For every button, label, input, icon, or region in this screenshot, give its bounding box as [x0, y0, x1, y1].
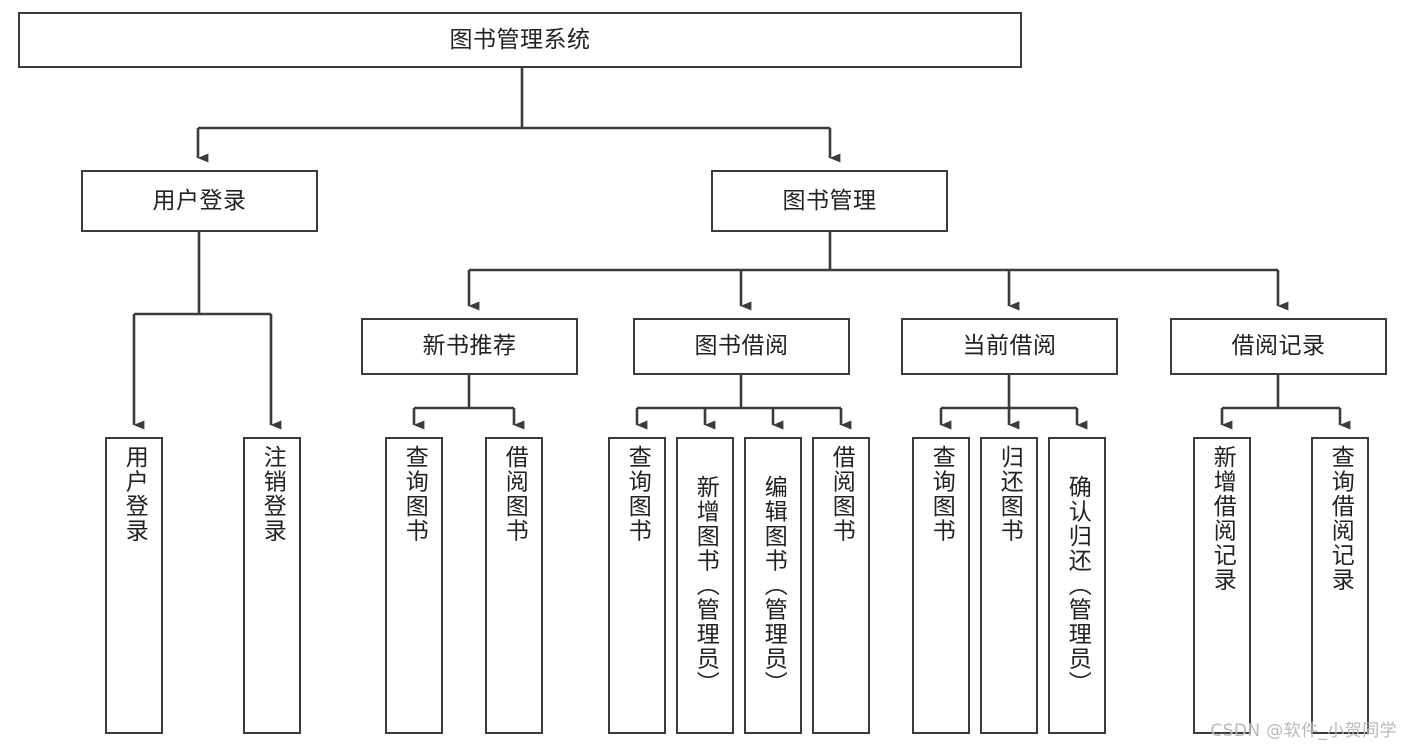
leaf-current-query-book[interactable]: 查询图书: [912, 437, 970, 734]
leaf-user-login-signin[interactable]: 用户登录: [105, 437, 163, 734]
node-label: 查询借阅记录: [1327, 445, 1354, 592]
node-label: 新书推荐: [422, 333, 517, 360]
node-label: 注销登录: [259, 445, 286, 543]
node-label: 借阅图书: [828, 445, 855, 543]
csdn-watermark: CSDN @软件_小贺同学: [1210, 721, 1397, 741]
leaf-user-login-signout[interactable]: 注销登录: [243, 437, 301, 734]
leaf-record-add-record[interactable]: 新增借阅记录: [1193, 437, 1251, 734]
node-label: 用户登录: [152, 187, 247, 214]
node-label: 编辑图书（管理员）: [760, 475, 787, 696]
node-label: 图书管理: [782, 187, 877, 214]
node-label: 图书管理系统: [449, 26, 591, 53]
node-label: 图书借阅: [694, 333, 789, 360]
leaf-current-return-book[interactable]: 归还图书: [980, 437, 1038, 734]
node-label: 查询图书: [401, 445, 428, 543]
node-new-book-recommend[interactable]: 新书推荐: [361, 318, 578, 375]
leaf-record-query-record[interactable]: 查询借阅记录: [1311, 437, 1369, 734]
node-root-system[interactable]: 图书管理系统: [18, 12, 1022, 68]
leaf-recommend-query-book[interactable]: 查询图书: [385, 437, 443, 734]
node-label: 查询图书: [928, 445, 955, 543]
node-label: 确认归还（管理员）: [1064, 475, 1091, 696]
node-current-borrow[interactable]: 当前借阅: [901, 318, 1118, 375]
node-label: 归还图书: [996, 445, 1023, 543]
node-user-login[interactable]: 用户登录: [81, 170, 318, 232]
node-label: 借阅记录: [1231, 333, 1326, 360]
node-label: 当前借阅: [962, 333, 1057, 360]
node-label: 用户登录: [121, 445, 148, 543]
node-book-management[interactable]: 图书管理: [711, 170, 948, 232]
leaf-borrow-add-book[interactable]: 新增图书（管理员）: [676, 437, 734, 734]
node-borrow-record[interactable]: 借阅记录: [1170, 318, 1387, 375]
leaf-current-confirm-return[interactable]: 确认归还（管理员）: [1048, 437, 1106, 734]
leaf-borrow-edit-book[interactable]: 编辑图书（管理员）: [744, 437, 802, 734]
leaf-recommend-borrow-book[interactable]: 借阅图书: [485, 437, 543, 734]
leaf-borrow-query-book[interactable]: 查询图书: [608, 437, 666, 734]
node-label: 查询图书: [624, 445, 651, 543]
node-book-borrow[interactable]: 图书借阅: [633, 318, 850, 375]
node-label: 借阅图书: [501, 445, 528, 543]
leaf-borrow-borrow-book[interactable]: 借阅图书: [812, 437, 870, 734]
node-label: 新增借阅记录: [1209, 445, 1236, 592]
node-label: 新增图书（管理员）: [692, 475, 719, 696]
